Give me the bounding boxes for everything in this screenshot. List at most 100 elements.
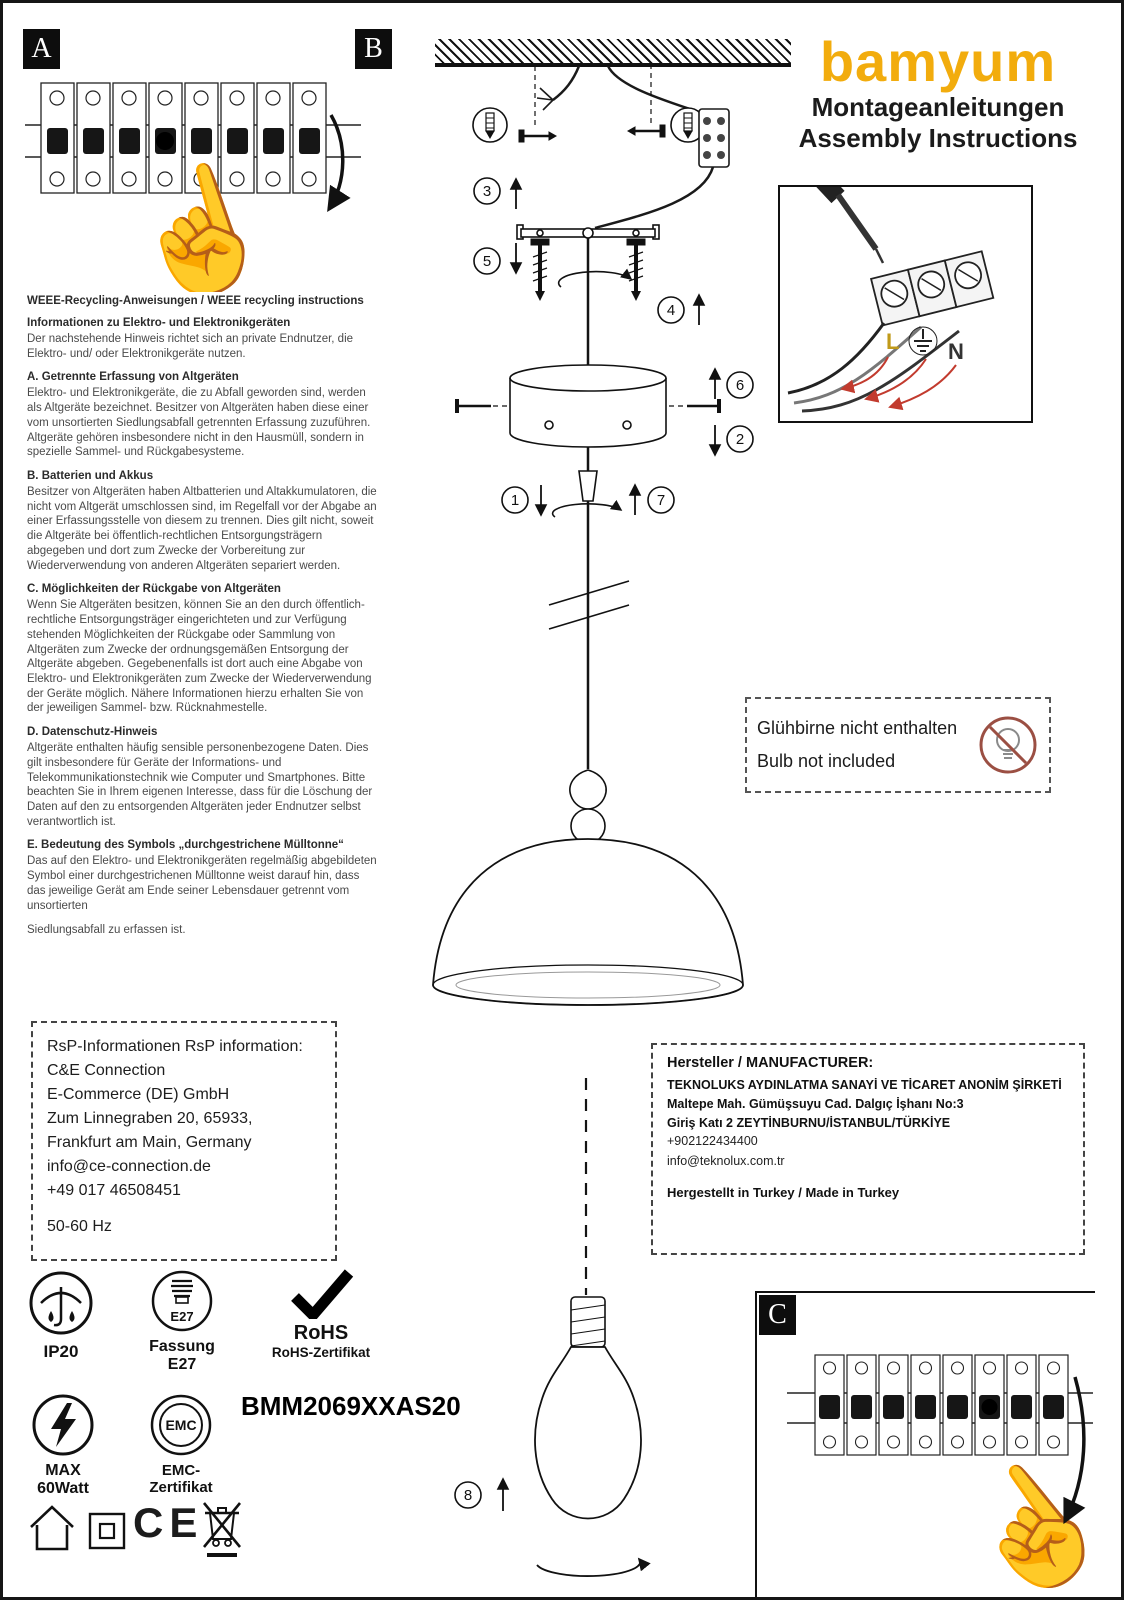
weee-section: E. Bedeutung des Symbols „durchgestriche… xyxy=(27,839,377,913)
manufacturer-email: info@teknolux.com.tr xyxy=(667,1153,785,1168)
ceiling-cable xyxy=(536,65,700,114)
bulb xyxy=(534,1296,642,1520)
rohs-cert: RoHS RoHS-Zertifikat xyxy=(261,1269,381,1360)
panel-b-label: B xyxy=(355,29,392,69)
weee-heading: E. Bedeutung des Symbols „durchgestriche… xyxy=(27,839,344,852)
bulb-note-en: Bulb not included xyxy=(757,751,896,771)
terminal-block xyxy=(594,108,730,230)
svg-text:7: 7 xyxy=(657,492,665,509)
rsp-line: 50-60 Hz xyxy=(47,1218,112,1235)
ip20-cert: IP20 xyxy=(23,1269,99,1362)
bulb-note-text: Glühbirne nicht enthalten Bulb not inclu… xyxy=(757,712,969,779)
max-watt-cert: MAX 60Watt xyxy=(23,1393,103,1498)
breaker-row xyxy=(40,82,327,194)
weee-body: Altgeräte enthalten häufig sensible pers… xyxy=(27,742,373,828)
rotate-arrow-bulb xyxy=(536,1557,651,1577)
rsp-line: Frankfurt am Main, Germany xyxy=(47,1134,252,1151)
ce-mark: CE xyxy=(133,1499,204,1546)
manufacturer-line: Giriş Katı 2 ZEYTİNBURNU/İSTANBUL/TÜRKİY… xyxy=(667,1115,951,1130)
weee-section: Informationen zu Elektro- und Elektronik… xyxy=(27,317,377,361)
emc-cert: EMC EMC-Zertifikat xyxy=(131,1393,231,1496)
weee-heading: B. Batterien und Akkus xyxy=(27,470,154,483)
panel-a-label: A xyxy=(23,29,60,69)
bracket-screw-left xyxy=(530,238,550,301)
e27-icon-label: E27 xyxy=(170,1309,193,1324)
emc-cert-label: EMC-Zertifikat xyxy=(149,1462,213,1496)
anchor-callout-left xyxy=(472,66,558,143)
ip20-icon xyxy=(29,1271,93,1335)
step-2-marker: 2 xyxy=(726,425,754,453)
weee-section: B. Batterien und Akkus Besitzer von Altg… xyxy=(27,470,377,573)
rsp-info-box: RsP-Informationen RsP information: C&E C… xyxy=(31,1021,337,1261)
manufacturer-title: Hersteller / MANUFACTURER: xyxy=(667,1055,874,1071)
terminal-strip xyxy=(869,250,995,327)
weee-body: Elektro- und Elektronikgeräte, die zu Ab… xyxy=(27,387,371,459)
lamp-shade xyxy=(432,838,744,1006)
step-1-marker: 1 xyxy=(501,486,529,514)
weee-body: Wenn Sie Altgeräten besitzen, können Sie… xyxy=(27,599,372,715)
svg-text:5: 5 xyxy=(483,253,491,270)
weee-body: Das auf den Elektro- und Elektronikgerät… xyxy=(27,855,377,912)
rohs-word: RoHS xyxy=(293,1322,349,1344)
bulb-note-de: Glühbirne nicht enthalten xyxy=(757,717,958,738)
weee-section: D. Datenschutz-Hinweis Altgeräte enthalt… xyxy=(27,726,377,829)
svg-text:4: 4 xyxy=(667,302,675,319)
shade-holder xyxy=(569,769,607,844)
model-number: BMM2069XXAS20 xyxy=(241,1391,461,1421)
weee-bin-icon xyxy=(202,1502,242,1557)
ip20-label: IP20 xyxy=(43,1342,79,1361)
weee-section: A. Getrennte Erfassung von Altgeräten El… xyxy=(27,371,377,460)
weee-body: Besitzer von Altgeräten haben Altbatteri… xyxy=(27,486,377,572)
e27-socket-icon: E27 xyxy=(151,1270,213,1332)
manufacturer-line: TEKNOLUKS AYDINLATMA SANAYİ VE TİCARET A… xyxy=(667,1078,1062,1092)
no-bulb-icon xyxy=(979,716,1037,774)
step-5-marker: 5 xyxy=(473,247,501,275)
rsp-line: C&E Connection xyxy=(47,1062,166,1079)
mounting-bracket xyxy=(516,224,660,240)
ceiling-hatch xyxy=(435,39,791,67)
step-3-marker: 3 xyxy=(473,177,501,205)
wiring-illustration: L N xyxy=(787,187,995,413)
svg-text:2: 2 xyxy=(736,431,744,448)
turn-arrow xyxy=(1063,1376,1086,1525)
step-markers: 3 5 4 6 2 1 7 8 xyxy=(454,177,754,1577)
pressed-toggle xyxy=(981,1399,998,1415)
rsp-line: Zum Linnegraben 20, 65933, xyxy=(47,1110,253,1127)
manufacturer-box: Hersteller / MANUFACTURER: TEKNOLUKS AYD… xyxy=(651,1043,1085,1255)
lightning-icon xyxy=(32,1394,94,1456)
emc-icon-label: EMC xyxy=(165,1417,196,1433)
weee-section: C. Möglichkeiten der Rückgabe von Altger… xyxy=(27,583,377,716)
anchor-callout-right xyxy=(626,66,706,143)
rotate-arrow xyxy=(557,268,633,288)
made-in-line: Hergestellt in Turkey / Made in Turkey xyxy=(667,1185,900,1200)
brand-block: bamyum Montageanleitungen Assembly Instr… xyxy=(775,30,1101,154)
manufacturer-phone: +902122434400 xyxy=(667,1134,758,1149)
weee-heading: C. Möglichkeiten der Rückgabe von Altger… xyxy=(27,583,281,596)
e27-cert: E27 Fassung E27 xyxy=(137,1269,227,1374)
svg-text:3: 3 xyxy=(483,183,491,200)
panel-c-letter: C xyxy=(768,1299,787,1330)
brand-logo: bamyum xyxy=(819,30,1057,93)
panel-c-box: ☝ xyxy=(755,1291,1095,1597)
weee-heading: Informationen zu Elektro- und Elektronik… xyxy=(27,317,291,329)
shade-rim xyxy=(432,964,744,1006)
panel-b-letter: B xyxy=(364,33,383,64)
brand-subtitle-en: Assembly Instructions xyxy=(798,122,1078,153)
e27-label: Fassung E27 xyxy=(149,1338,215,1373)
wiring-inset: L N xyxy=(778,185,1033,423)
canopy-screw-right xyxy=(669,399,721,413)
panel-c-label: C xyxy=(759,1295,796,1335)
house-icon xyxy=(30,1505,74,1551)
terminal-label-l: L xyxy=(886,329,899,354)
panel-a-letter: A xyxy=(31,33,52,64)
svg-text:1: 1 xyxy=(511,492,519,509)
emc-icon: EMC xyxy=(150,1394,212,1456)
rsp-line: RsP-Informationen RsP information: xyxy=(47,1038,303,1055)
brand-subtitle-de: Montageanleitungen xyxy=(811,91,1065,122)
weee-heading: A. Getrennte Erfassung von Altgeräten xyxy=(27,371,239,384)
earth-symbol-icon xyxy=(908,326,938,356)
wiring-arrows xyxy=(840,356,957,411)
terminal-label-n: N xyxy=(948,339,964,364)
canopy xyxy=(509,364,667,448)
